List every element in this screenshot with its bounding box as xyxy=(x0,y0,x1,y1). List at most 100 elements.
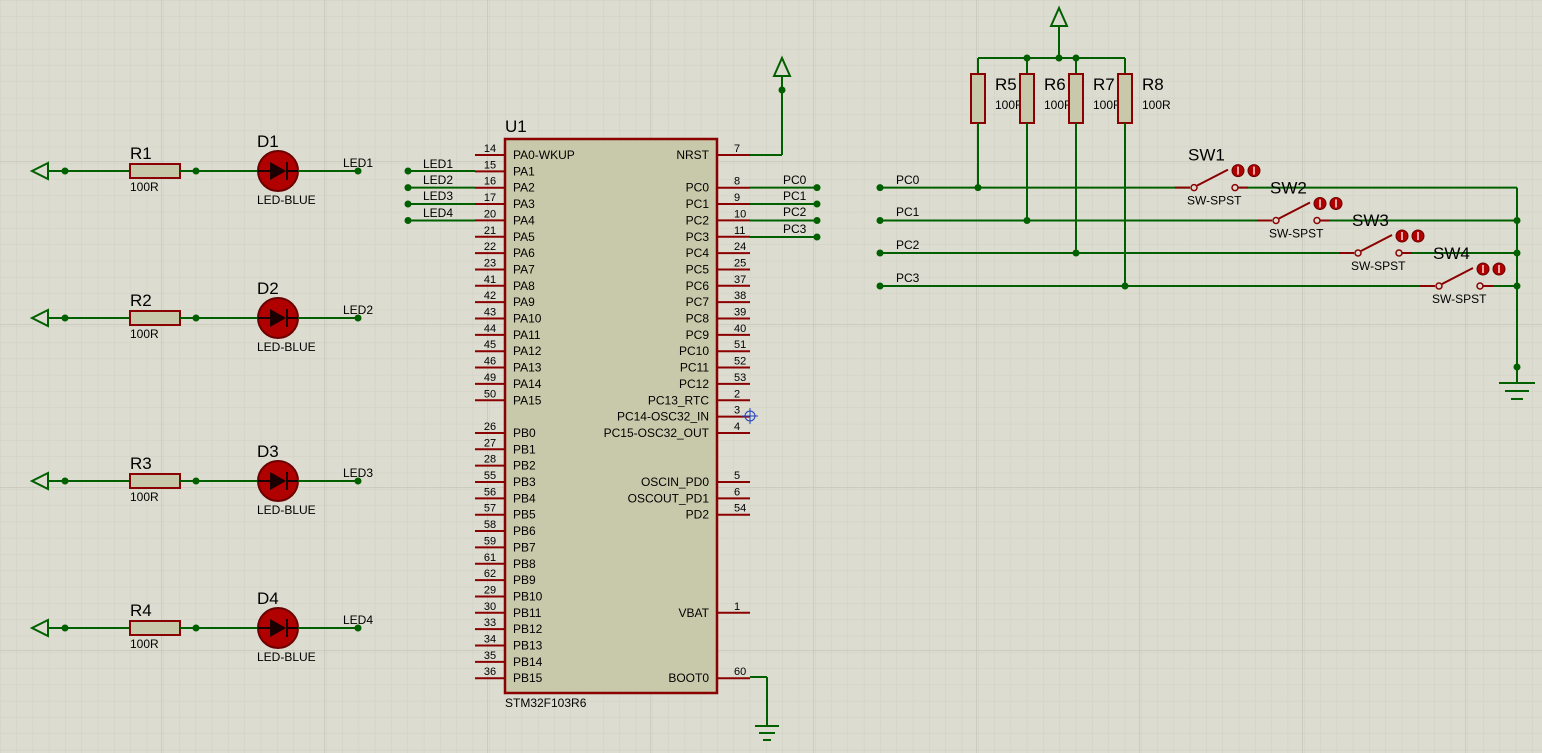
led-diode-icon[interactable] xyxy=(257,460,299,502)
pin-number: 20 xyxy=(484,208,496,220)
resistor-icon[interactable] xyxy=(129,620,181,636)
pin-name: PA15 xyxy=(513,393,542,407)
resistor-icon[interactable] xyxy=(970,73,986,124)
net-label-pc0: PC0 xyxy=(783,173,807,187)
resistor-icon[interactable] xyxy=(1068,73,1084,124)
resistor-icon[interactable] xyxy=(1019,73,1035,124)
switch-toggle-icon[interactable] xyxy=(1395,229,1425,243)
switch-toggle-icon[interactable] xyxy=(1231,164,1261,178)
resistor-ref: R5 xyxy=(995,75,1017,94)
resistor-icon[interactable] xyxy=(1117,73,1133,124)
resistor-icon[interactable] xyxy=(129,473,181,489)
switch-toggle-icon[interactable] xyxy=(1476,262,1506,276)
pin-name: PA12 xyxy=(513,344,542,358)
led-value: LED-BLUE xyxy=(257,193,316,207)
net-label-led3: LED3 xyxy=(423,189,453,203)
pin-number: 59 xyxy=(484,535,496,547)
net-label: LED1 xyxy=(343,156,373,170)
led-diode-icon[interactable] xyxy=(257,297,299,339)
pin-name: PB4 xyxy=(513,491,536,505)
mcu-stm32f103r6[interactable]: U1 STM32F103R6 PA0-WKUP14PA115PA216PA317… xyxy=(475,117,750,710)
led-ref: D2 xyxy=(257,279,279,298)
pin-name: PA3 xyxy=(513,197,535,211)
pin-name: PC11 xyxy=(680,361,709,375)
resistor-icon[interactable] xyxy=(129,310,181,326)
resistor-icon[interactable] xyxy=(129,163,181,179)
led-diode-icon[interactable] xyxy=(257,607,299,649)
led-ref: D3 xyxy=(257,442,279,461)
resistor-value: 100R xyxy=(130,490,159,504)
led-diode-icon[interactable] xyxy=(257,150,299,192)
pin-name: PB5 xyxy=(513,508,536,522)
switch-toggle-icon[interactable] xyxy=(1313,197,1343,210)
